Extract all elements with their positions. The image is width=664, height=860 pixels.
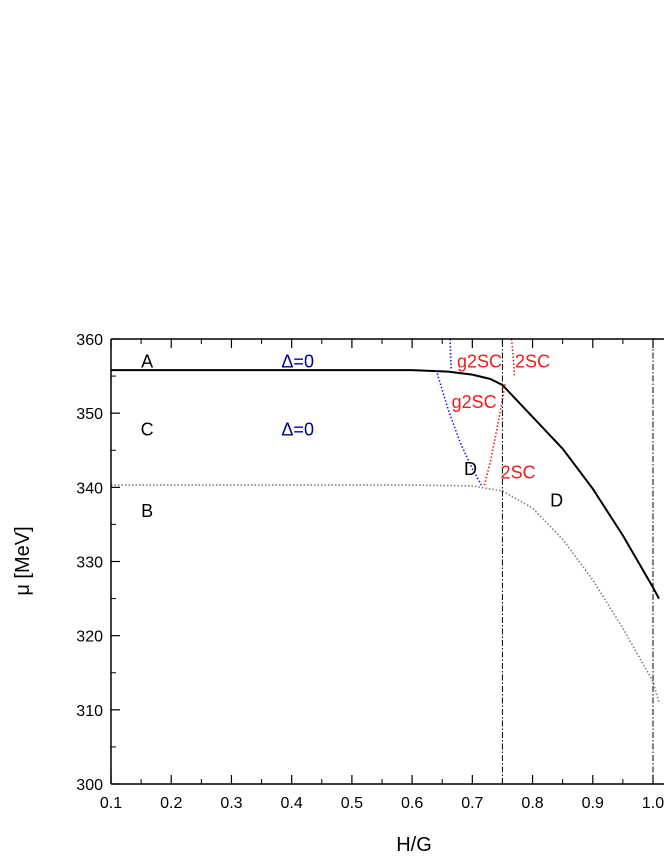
region-label: g2SC	[452, 392, 497, 412]
region-labels: A Δ=0 g2SC 2SC g2SC C Δ=0D 2SC B D	[141, 351, 564, 521]
x-tick-label: 0.5	[341, 795, 363, 812]
region-label: Δ=0	[281, 419, 314, 439]
y-tick-label: 330	[76, 555, 103, 572]
series-line-1	[111, 484, 660, 703]
series-line-2	[449, 339, 453, 371]
y-axis-title: μ [MeV]	[12, 526, 34, 595]
region-label: C	[141, 419, 154, 439]
axis-ticks: 0.1 0.2 0.3 0.4 0.5 0.6 0.7 0.8 0.9 1.0 300 310 320 3…	[76, 332, 664, 812]
y-tick-label: 310	[76, 703, 103, 720]
x-tick-label: 0.9	[582, 795, 604, 812]
region-label: A	[141, 351, 153, 371]
x-tick-label: 0.3	[220, 795, 242, 812]
x-tick-label: 0.1	[100, 795, 122, 812]
x-tick-label: 0.8	[521, 795, 543, 812]
x-axis-title: H/G	[396, 834, 432, 856]
y-tick-label: 360	[76, 332, 103, 349]
x-tick-label: 0.7	[461, 795, 483, 812]
region-label: D	[550, 491, 563, 511]
region-label: B	[141, 501, 153, 521]
region-label: 2SC	[515, 351, 550, 371]
region-label: g2SC	[457, 351, 502, 371]
y-tick-label: 340	[76, 480, 103, 497]
x-tick-label: 1.0	[642, 795, 664, 812]
region-label: 2SC	[501, 463, 536, 483]
x-tick-label: 0.4	[281, 795, 303, 812]
region-label: D	[464, 459, 477, 479]
series-line-4	[510, 339, 516, 377]
series-layer	[111, 339, 660, 784]
x-tick-label: 0.6	[401, 795, 423, 812]
region-label: Δ=0	[281, 351, 314, 371]
y-tick-label: 320	[76, 629, 103, 646]
x-tick-label: 0.2	[160, 795, 182, 812]
y-tick-label: 350	[76, 406, 103, 423]
y-tick-label: 300	[76, 777, 103, 794]
series-line-0	[111, 369, 660, 600]
